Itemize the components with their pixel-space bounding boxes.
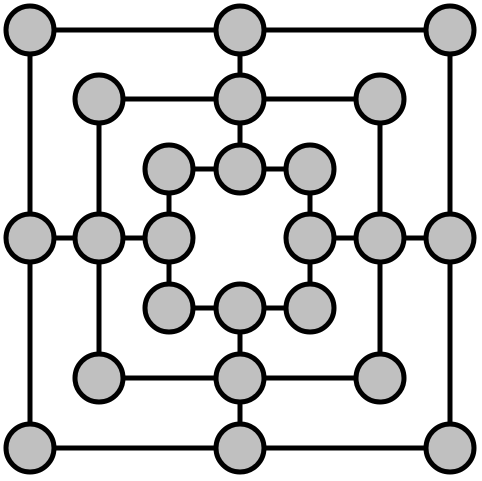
board-point-e4[interactable] <box>283 211 337 265</box>
board-point-c5[interactable] <box>142 281 196 335</box>
board-point-b4[interactable] <box>72 211 126 265</box>
board-point-g4[interactable] <box>423 211 477 265</box>
board-point-f6[interactable] <box>353 351 407 405</box>
board-point-c3[interactable] <box>142 142 196 196</box>
board-point-d1[interactable] <box>213 3 267 57</box>
board-point-f4[interactable] <box>353 211 407 265</box>
board-point-e5[interactable] <box>283 281 337 335</box>
board-point-a4[interactable] <box>3 211 57 265</box>
board-point-d2[interactable] <box>213 72 267 126</box>
board-point-c4[interactable] <box>142 211 196 265</box>
board-point-d3[interactable] <box>213 142 267 196</box>
board-point-b6[interactable] <box>72 351 126 405</box>
board-point-d5[interactable] <box>213 281 267 335</box>
board-point-e3[interactable] <box>283 142 337 196</box>
board-point-g7[interactable] <box>423 421 477 475</box>
board-point-g1[interactable] <box>423 3 477 57</box>
board-point-f2[interactable] <box>353 72 407 126</box>
board-points <box>3 3 477 475</box>
board-point-d7[interactable] <box>213 421 267 475</box>
board-point-a1[interactable] <box>3 3 57 57</box>
board-point-b2[interactable] <box>72 72 126 126</box>
board-point-d6[interactable] <box>213 351 267 405</box>
board-point-a7[interactable] <box>3 421 57 475</box>
